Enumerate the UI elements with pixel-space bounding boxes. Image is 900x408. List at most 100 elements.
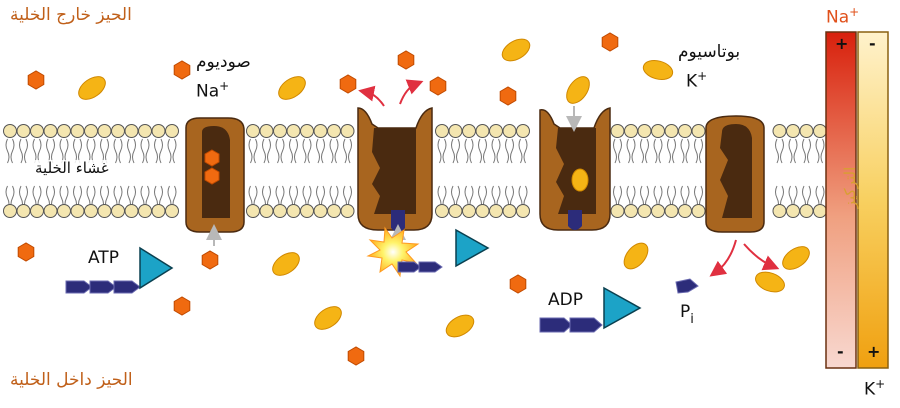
lipid-head <box>84 204 98 218</box>
lipid-head <box>111 124 125 138</box>
lipid-tail <box>154 138 158 164</box>
lipid-tail <box>113 138 118 164</box>
lipid-head <box>273 204 287 218</box>
lipid-head <box>610 204 625 218</box>
lipid-tail <box>37 138 42 164</box>
lipid-tail <box>815 138 820 164</box>
membrane-label: غشاء الخلية <box>32 160 112 177</box>
lipid-tail <box>302 138 307 164</box>
lipid-tail <box>699 138 703 164</box>
lipid-head <box>259 204 274 218</box>
lipid-head <box>340 204 355 218</box>
lipid-head <box>799 124 814 138</box>
lipid-head <box>111 204 125 218</box>
lipid-head <box>678 124 692 138</box>
sodium-ion-icon <box>201 250 219 270</box>
lipid-tail <box>321 138 325 164</box>
lipid-tail <box>267 138 271 164</box>
na-scale-label: Na+ <box>826 6 859 27</box>
potassium-ion-icon <box>278 76 306 100</box>
pump-3 <box>539 107 611 231</box>
lipid-head <box>313 204 328 218</box>
sodium-ion-icon <box>17 242 35 262</box>
explosion-icon <box>366 226 420 278</box>
lipid-head <box>475 124 490 138</box>
lipid-tail <box>496 138 501 164</box>
lipid-head <box>462 124 476 138</box>
lipid-head <box>448 124 463 138</box>
sodium-ion-icon <box>499 86 517 106</box>
adp-label: ADP <box>548 290 583 310</box>
arrow-potassium-out <box>743 243 780 271</box>
lipid-tail <box>780 138 784 164</box>
lipid-head <box>30 124 44 138</box>
sodium-ion-icon <box>27 70 45 90</box>
lipid-tail <box>167 138 172 164</box>
lipid-tail <box>172 138 177 164</box>
lipid-tail <box>64 138 69 164</box>
lipid-tail <box>437 138 442 164</box>
lipid-head <box>3 124 17 138</box>
sodium-ions <box>17 32 619 366</box>
potassium-ion-icon <box>78 76 106 100</box>
lipid-tail <box>483 138 487 164</box>
lipid-tail <box>316 138 320 164</box>
lipid-tail <box>672 138 676 164</box>
potassium-ion-icon <box>314 306 342 330</box>
lipid-head <box>786 124 800 138</box>
concentration-label: التركيز <box>841 166 860 209</box>
lipid-tail <box>775 138 779 164</box>
lipid-head <box>664 204 679 218</box>
lipid-tail <box>118 138 123 164</box>
potassium-word-label: بوتاسيوم <box>678 42 741 62</box>
intracellular-label: الحيز داخل الخلية <box>10 370 133 390</box>
lipid-tail <box>329 138 334 164</box>
lipid-tail <box>24 138 28 164</box>
lipid-tail <box>5 138 10 164</box>
potassium-ions <box>78 38 810 338</box>
lipid-tail <box>653 138 658 164</box>
arrow-sodium-out-right <box>399 79 424 105</box>
phosphate-subscript: i <box>690 312 694 327</box>
lipid-head <box>286 204 301 218</box>
lipid-head <box>16 204 31 218</box>
lipid-head <box>124 204 139 218</box>
lipid-head <box>691 124 706 138</box>
lipid-tail <box>491 138 496 164</box>
sodium-ion-icon <box>173 60 191 80</box>
lipid-head <box>327 124 341 138</box>
adp-icon <box>539 286 642 333</box>
lipid-head <box>30 204 44 218</box>
lipid-head <box>165 124 179 138</box>
arrow-phosphate-out <box>709 239 737 277</box>
lipid-head <box>151 124 166 138</box>
lipid-head <box>57 124 71 138</box>
lipid-tail <box>275 138 280 164</box>
lipid-head <box>664 124 679 138</box>
lipid-head <box>651 124 665 138</box>
lipid-tail <box>334 138 339 164</box>
lipid-head <box>70 204 85 218</box>
sodium-ion-icon <box>347 346 365 366</box>
lipid-head <box>151 204 166 218</box>
lipid-tail <box>667 138 671 164</box>
lipid-tail <box>807 138 811 164</box>
lipid-tail <box>820 138 825 164</box>
potassium-ion-icon <box>272 252 300 276</box>
phosphate-icon <box>675 278 699 294</box>
lipid-head <box>502 204 517 218</box>
lipid-head <box>637 204 652 218</box>
lipid-tail <box>253 138 258 164</box>
lipid-head <box>313 124 328 138</box>
extracellular-label: الحيز خارج الخلية <box>10 5 132 25</box>
lipid-head <box>489 204 503 218</box>
lipid-tail <box>618 138 622 164</box>
sodium-ion-icon <box>204 149 220 167</box>
lipid-tail <box>140 138 145 164</box>
lipid-tail <box>289 138 293 164</box>
lipid-tail <box>640 138 644 164</box>
lipid-head <box>340 124 355 138</box>
lipid-head <box>786 204 800 218</box>
atp-icon <box>65 246 174 294</box>
